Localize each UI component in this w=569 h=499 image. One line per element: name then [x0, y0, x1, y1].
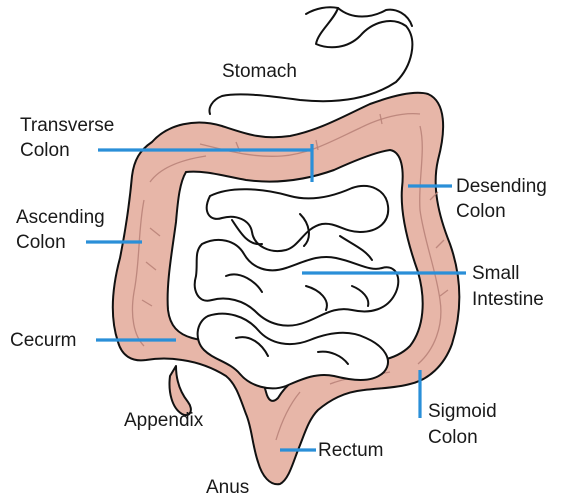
label-descending-colon-line2: Colon [456, 201, 506, 222]
label-ascending-colon-line2: Colon [16, 232, 66, 253]
label-stomach: Stomach [222, 61, 297, 82]
label-small-intestine-line2: Intestine [472, 289, 544, 310]
label-appendix: Appendix [124, 410, 204, 431]
label-cecum: Cecurm [10, 330, 77, 351]
label-small-intestine-line1: Small [472, 263, 520, 284]
small-intestine [195, 186, 399, 388]
label-ascending-colon-line1: Ascending [16, 207, 105, 228]
label-descending-colon-line1: Desending [456, 176, 547, 197]
label-transverse-colon-line1: Transverse [20, 115, 114, 136]
label-rectum: Rectum [318, 440, 383, 461]
label-transverse-colon-line2: Colon [20, 140, 70, 161]
label-sigmoid-colon-line2: Colon [428, 427, 478, 448]
label-sigmoid-colon-line1: Sigmoid [428, 401, 497, 422]
label-anus: Anus [206, 477, 249, 498]
